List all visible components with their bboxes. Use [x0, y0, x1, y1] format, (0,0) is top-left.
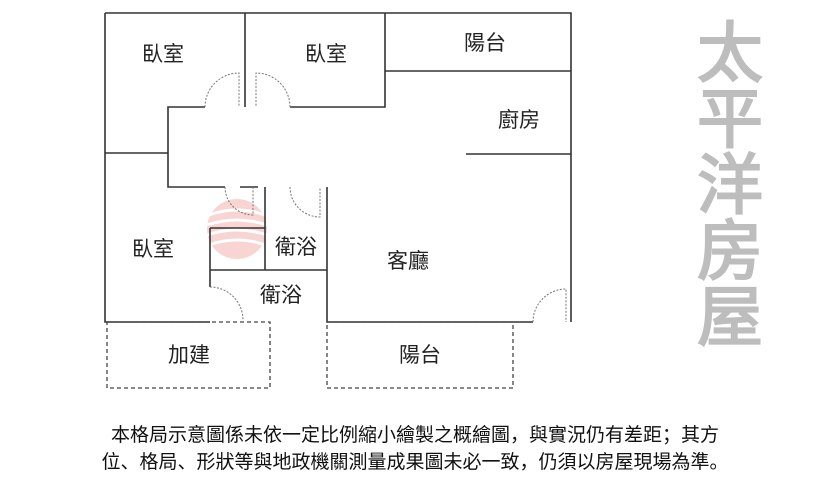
room-label-bathroom: 衛浴	[275, 235, 317, 259]
outdoor-areas	[106, 321, 514, 389]
room-label-extension: 加建	[168, 343, 210, 367]
room-label-balcony: 陽台	[399, 343, 441, 367]
watermark-logo	[206, 199, 268, 259]
room-label-bedroom: 臥室	[132, 237, 174, 261]
room-label-bathroom: 衛浴	[260, 283, 302, 307]
room-label-bedroom: 臥室	[142, 42, 184, 66]
room-label-balcony: 陽台	[464, 31, 506, 55]
watermark-text: 太平洋房屋	[686, 18, 764, 348]
room-label-bedroom: 臥室	[305, 42, 347, 66]
room-label-living-room: 客廳	[387, 249, 429, 273]
disclaimer-line: 本格局示意圖係未依一定比例縮小繪製之概繪圖，與實況仍有差距；其方	[110, 424, 719, 446]
room-label-kitchen: 廚房	[498, 108, 540, 132]
doors	[204, 72, 567, 323]
disclaimer-line: 位、格局、形狀等與地政機關測量成果圖未必一致，仍須以房屋現場為準。	[101, 451, 729, 473]
floor-plan: 臥室 臥室 陽台 廚房 臥室 衛浴 客廳 衛浴 加建 陽台	[104, 12, 572, 389]
